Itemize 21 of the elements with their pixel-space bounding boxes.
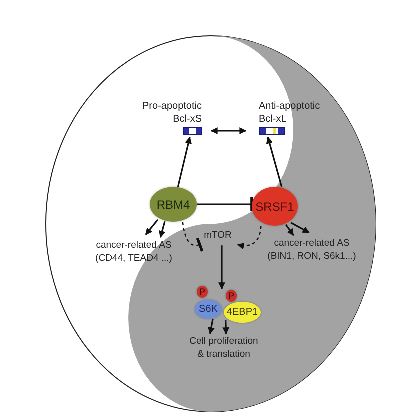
arrow xyxy=(266,136,283,188)
arrow xyxy=(208,318,215,335)
category-label: Anti-apoptotic xyxy=(259,101,320,113)
inhibition-line xyxy=(182,222,204,252)
node-label: mTOR xyxy=(198,230,238,243)
arrow xyxy=(177,136,192,188)
arrow xyxy=(237,226,262,250)
node-label: Cell proliferation & translation xyxy=(186,336,262,362)
node-label: cancer-related AS (BIN1, RON, S6k1...) xyxy=(266,238,358,264)
isoform-label: Bcl-xL xyxy=(259,114,287,126)
arrow xyxy=(210,128,247,134)
node-label: cancer-related AS (CD44, TEAD4 ...) xyxy=(88,240,180,266)
isoform-label: Bcl-xS xyxy=(173,114,202,126)
arrow xyxy=(218,246,226,290)
inhibition-line xyxy=(197,198,254,212)
arrow xyxy=(159,221,166,238)
arrow xyxy=(290,222,310,234)
arrow xyxy=(285,224,294,236)
arrow xyxy=(222,320,230,335)
category-label: Pro-apoptotic xyxy=(142,101,202,113)
arrow xyxy=(145,219,159,236)
